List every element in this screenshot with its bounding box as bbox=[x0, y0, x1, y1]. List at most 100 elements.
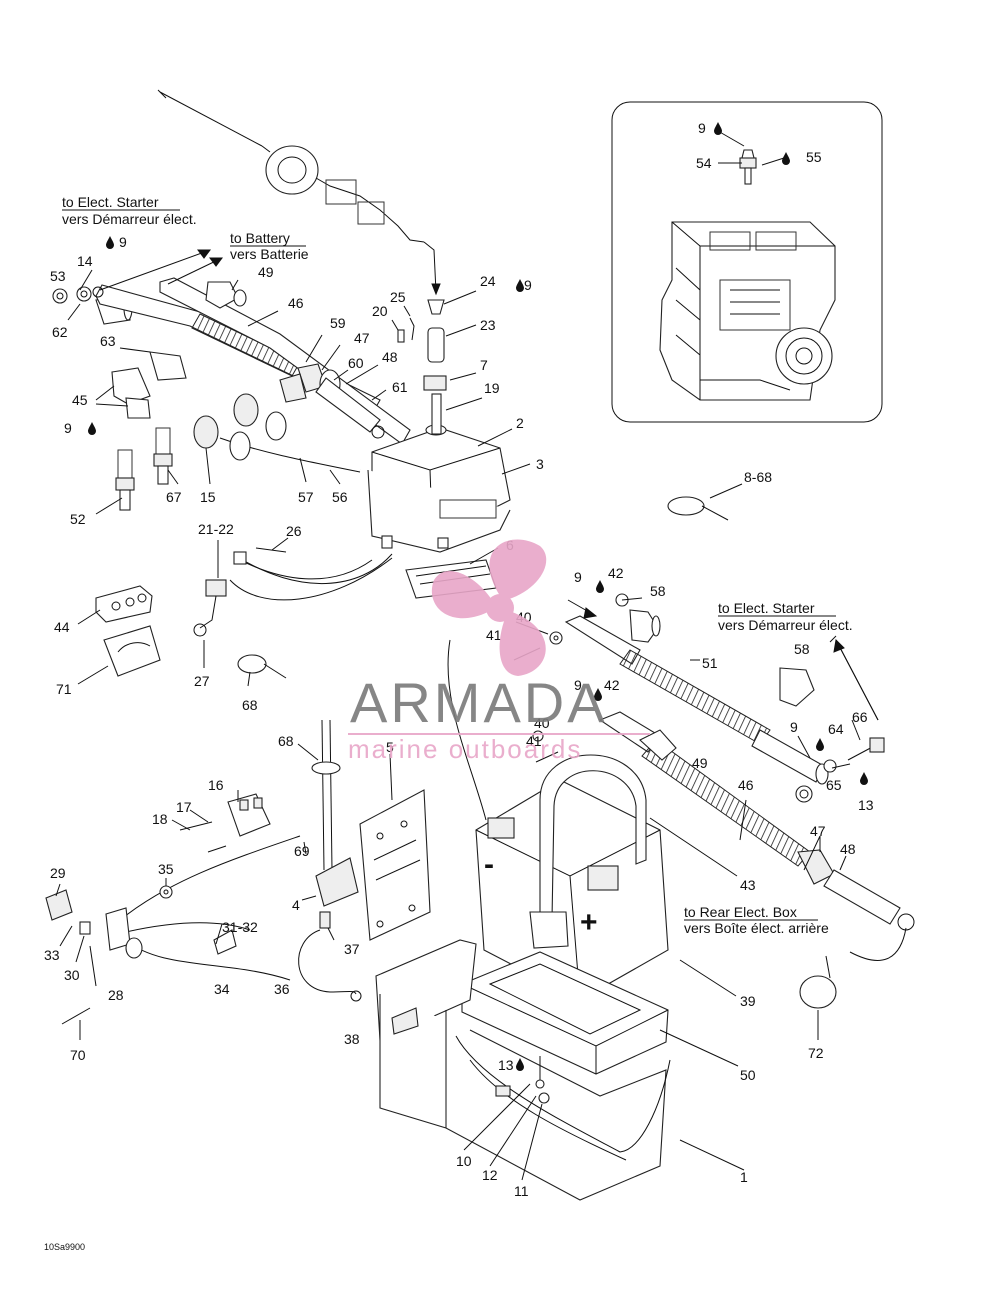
positive-cables-lower bbox=[564, 593, 915, 931]
callout-56: 56 bbox=[332, 489, 348, 505]
watermark: ARMADA marine outboards bbox=[348, 539, 650, 764]
callout-72: 72 bbox=[808, 1045, 824, 1061]
callout-50: 50 bbox=[740, 1067, 756, 1083]
cable-tie-8-68 bbox=[667, 496, 729, 521]
caption-battery-fr: vers Batterie bbox=[230, 246, 309, 262]
bracket-44-71 bbox=[95, 585, 161, 677]
electrical-box bbox=[311, 719, 431, 941]
callout-2: 2 bbox=[516, 415, 524, 431]
caption-starter-right-fr: vers Démarreur élect. bbox=[718, 617, 853, 633]
callout-1: 1 bbox=[740, 1169, 748, 1185]
callout-59: 59 bbox=[330, 315, 346, 331]
rear-harness bbox=[45, 835, 301, 1025]
callout-49: 49 bbox=[692, 755, 708, 771]
callout-9: 9 bbox=[64, 420, 72, 436]
callout-46: 46 bbox=[738, 777, 754, 793]
callout-48: 48 bbox=[382, 349, 398, 365]
direction-arrows bbox=[99, 249, 907, 961]
cable-tie-68 bbox=[237, 654, 287, 679]
washers-53-14 bbox=[52, 286, 92, 304]
callout-23: 23 bbox=[480, 317, 496, 333]
callout-51: 51 bbox=[702, 655, 718, 671]
callout-9: 9 bbox=[524, 277, 532, 293]
callout-57: 57 bbox=[298, 489, 314, 505]
callout-63: 63 bbox=[100, 333, 116, 349]
callout-31-32: 31-32 bbox=[222, 919, 258, 935]
ground-cable-36 bbox=[298, 911, 362, 1002]
callout-61: 61 bbox=[392, 379, 408, 395]
oil-pressure-switch bbox=[739, 149, 757, 185]
callout-64: 64 bbox=[828, 721, 844, 737]
callout-15: 15 bbox=[200, 489, 216, 505]
propeller-logo-icon bbox=[431, 539, 547, 676]
callout-43: 43 bbox=[740, 877, 756, 893]
callout-65: 65 bbox=[826, 777, 842, 793]
callout-47: 47 bbox=[810, 823, 826, 839]
callout-58: 58 bbox=[794, 641, 810, 657]
watermark-brand: ARMADA bbox=[350, 671, 608, 734]
callout-67: 67 bbox=[166, 489, 182, 505]
callout-13: 13 bbox=[498, 1057, 514, 1073]
callout-47: 47 bbox=[354, 330, 370, 346]
callout-49: 49 bbox=[258, 264, 274, 280]
callout-48: 48 bbox=[840, 841, 856, 857]
callout-45: 45 bbox=[72, 392, 88, 408]
callout-71: 71 bbox=[56, 681, 72, 697]
caption-rear-box-en: to Rear Elect. Box bbox=[684, 904, 797, 920]
callout-41: 41 bbox=[526, 733, 542, 749]
callout-70: 70 bbox=[70, 1047, 86, 1063]
engine-block bbox=[659, 221, 836, 401]
callout-25: 25 bbox=[390, 289, 406, 305]
captions: to Elect. Starter vers Démarreur élect. … bbox=[62, 194, 853, 936]
callout-69: 69 bbox=[294, 843, 310, 859]
callout-9: 9 bbox=[119, 234, 127, 250]
reference-code: 10Sa9900 bbox=[44, 1242, 85, 1252]
callout-17: 17 bbox=[176, 799, 192, 815]
callout-35: 35 bbox=[158, 861, 174, 877]
callout-24: 24 bbox=[480, 273, 496, 289]
callout-33: 33 bbox=[44, 947, 60, 963]
callout-55: 55 bbox=[806, 149, 822, 165]
callout-54: 54 bbox=[696, 155, 712, 171]
battery-minus-sign: - bbox=[484, 848, 494, 881]
callout-7: 7 bbox=[480, 357, 488, 373]
top-harness bbox=[157, 89, 441, 296]
callout-28: 28 bbox=[108, 987, 124, 1003]
callout-9: 9 bbox=[698, 120, 706, 136]
callout-36: 36 bbox=[274, 981, 290, 997]
callout-9: 9 bbox=[574, 569, 582, 585]
callout-16: 16 bbox=[208, 777, 224, 793]
callout-46: 46 bbox=[288, 295, 304, 311]
callout-38: 38 bbox=[344, 1031, 360, 1047]
leader-lines bbox=[55, 130, 879, 1181]
battery-tray bbox=[461, 951, 669, 1075]
callout-62: 62 bbox=[52, 324, 68, 340]
battery bbox=[475, 754, 669, 1001]
caption-rear-box-fr: vers Boîte élect. arrière bbox=[684, 920, 829, 936]
callout-60: 60 bbox=[348, 355, 364, 371]
callout-42: 42 bbox=[608, 565, 624, 581]
callout-53: 53 bbox=[50, 268, 66, 284]
callout-4: 4 bbox=[292, 897, 300, 913]
battery-plus-sign: + bbox=[580, 906, 598, 939]
callout-20: 20 bbox=[372, 303, 388, 319]
callout-19: 19 bbox=[484, 380, 500, 396]
caption-starter-top-en: to Elect. Starter bbox=[62, 194, 159, 210]
callout-8-68: 8-68 bbox=[744, 469, 772, 485]
callout-34: 34 bbox=[214, 981, 230, 997]
callout-66: 66 bbox=[852, 709, 868, 725]
callout-41: 41 bbox=[486, 627, 502, 643]
callout-21-22: 21-22 bbox=[198, 521, 234, 537]
spark-plugs bbox=[115, 427, 173, 511]
callout-58: 58 bbox=[650, 583, 666, 599]
engine-inset bbox=[611, 101, 883, 423]
callout-5: 5 bbox=[386, 739, 394, 755]
callout-26: 26 bbox=[286, 523, 302, 539]
clamp-72 bbox=[799, 955, 837, 1009]
caption-starter-top-fr: vers Démarreur élect. bbox=[62, 211, 197, 227]
callout-68: 68 bbox=[278, 733, 294, 749]
callout-11: 11 bbox=[514, 1183, 529, 1199]
callout-29: 29 bbox=[50, 865, 66, 881]
ignition-module bbox=[367, 299, 511, 553]
